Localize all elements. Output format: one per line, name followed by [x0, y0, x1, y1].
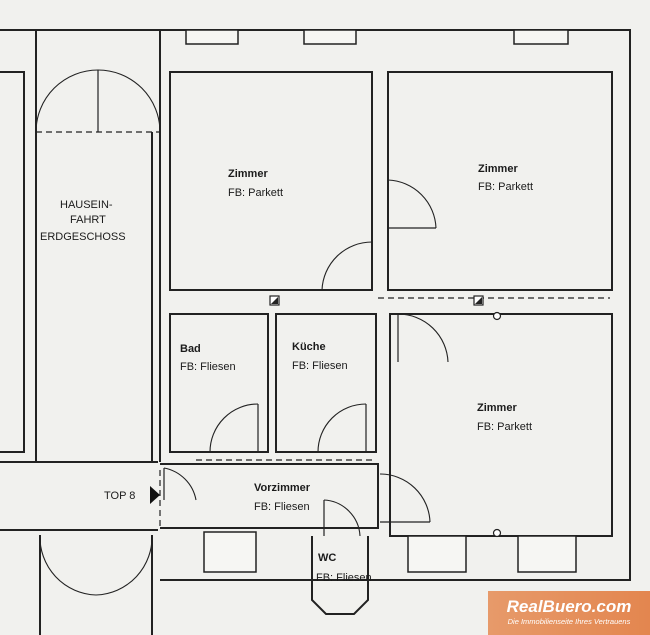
room-name-bad: Bad — [180, 343, 201, 355]
room-floor-zimmer3: FB: Parkett — [477, 421, 532, 433]
brand-watermark: RealBuero.com Die Immobilienseite Ihres … — [488, 591, 650, 635]
hallway-line-3: ERDGESCHOSS — [40, 231, 126, 243]
meter-symbols — [269, 295, 502, 538]
door-swings — [163, 179, 449, 537]
room-name-zimmer1: Zimmer — [228, 168, 268, 180]
hallway-walls — [0, 29, 161, 463]
brand-tagline: Die Immobilienseite Ihres Vertrauens — [507, 617, 631, 626]
room-floor-wc: FB: Fliesen — [316, 572, 372, 584]
hallway-bottom-doors — [0, 529, 158, 635]
hallway-line-1: HAUSEIN- — [60, 199, 113, 211]
brand-name: RealBuero.com — [506, 597, 632, 616]
entrance-label: TOP 8 — [104, 490, 135, 502]
room-name-kueche: Küche — [292, 341, 326, 353]
room-floor-vorzimmer: FB: Fliesen — [254, 501, 310, 513]
room-name-zimmer2: Zimmer — [478, 163, 518, 175]
entrance-arrow-icon — [150, 486, 160, 504]
room-floor-zimmer1: FB: Parkett — [228, 187, 283, 199]
room-name-zimmer3: Zimmer — [477, 402, 517, 414]
windows — [185, 29, 577, 573]
room-name-vorzimmer: Vorzimmer — [254, 482, 311, 494]
room-floor-kueche: FB: Fliesen — [292, 360, 348, 372]
hallway-line-2: FAHRT — [70, 214, 106, 226]
room-floor-bad: FB: Fliesen — [180, 361, 236, 373]
room-floor-zimmer2: FB: Parkett — [478, 181, 533, 193]
room-name-wc: WC — [318, 552, 336, 564]
